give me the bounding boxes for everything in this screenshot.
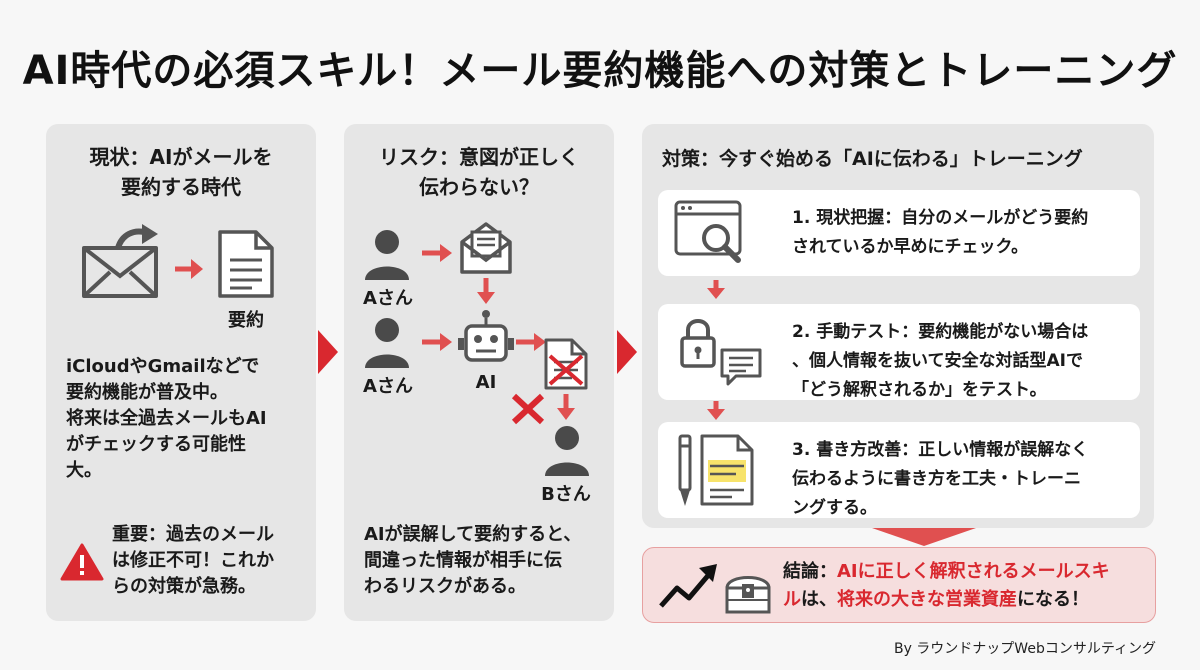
pen-document-icon bbox=[678, 434, 754, 506]
step-card-1: 1. 現状把握：自分のメールがどう要約 されているか早めにチェック。 bbox=[658, 190, 1140, 276]
step-line: されているか早めにチェック。 bbox=[792, 237, 1029, 257]
step-line: 1. 現状把握：自分のメールがどう要約 bbox=[792, 208, 1089, 228]
step-line: 、個人情報を抜いて安全な対話型AIで bbox=[792, 351, 1083, 371]
crossed-document-icon bbox=[544, 338, 588, 390]
footer-credit: By ラウンドナップWebコンサルティング bbox=[893, 641, 1156, 657]
panel-measures-heading: 対策：今すぐ始める「AIに伝わる」トレーニング bbox=[662, 148, 1083, 170]
lock-chat-icon bbox=[680, 319, 762, 386]
step-card-3: 3. 書き方改善：正しい情報が誤解なく 伝わるように書き方を工夫・トレーニ ング… bbox=[658, 422, 1140, 518]
ai-label: AI bbox=[475, 372, 497, 393]
mail-forward-icon bbox=[82, 224, 158, 298]
panel-risk-heading-1: リスク：意図が正しく bbox=[379, 145, 579, 169]
step-line: 2. 手動テスト：要約機能がない場合は bbox=[792, 322, 1089, 342]
growth-trend-icon bbox=[659, 564, 717, 608]
step-card-2: 2. 手動テスト：要約機能がない場合は 、個人情報を抜いて安全な対話型AIで 「… bbox=[658, 304, 1140, 400]
body-line: 大。 bbox=[66, 460, 102, 481]
arrow-right-icon bbox=[175, 259, 203, 279]
arrow-right-icon bbox=[516, 333, 546, 351]
sender-label: Aさん bbox=[363, 288, 413, 309]
person-icon bbox=[545, 426, 589, 476]
sender-label: Aさん bbox=[363, 376, 413, 397]
conclusion-suffix: になる！ bbox=[1017, 589, 1089, 610]
body-line: iCloudやGmailなどで bbox=[66, 356, 260, 377]
page-title: AI時代の必須スキル！メール要約機能への対策とトレーニング bbox=[22, 48, 1178, 94]
error-cross-icon bbox=[511, 393, 545, 425]
conclusion-prefix: 結論： bbox=[783, 561, 837, 582]
body-line: わるリスクがある。 bbox=[364, 576, 526, 597]
step-line: 伝わるように書き方を工夫・トレーニ bbox=[792, 469, 1081, 489]
arrow-down-icon bbox=[707, 401, 725, 420]
step-line: 3. 書き方改善：正しい情報が誤解なく bbox=[792, 440, 1089, 460]
body-line: 将来は全過去メールもAI bbox=[66, 408, 267, 429]
risk-body-text: AIが誤解して要約すると、 間違った情報が相手に伝 わるリスクがある。 bbox=[364, 522, 604, 600]
arrow-right-icon bbox=[422, 333, 452, 351]
arrow-down-icon bbox=[477, 278, 495, 304]
step-text: 1. 現状把握：自分のメールがどう要約 されているか早めにチェック。 bbox=[792, 204, 1132, 262]
panel-current-heading-1: 現状：AIがメールを bbox=[89, 145, 273, 169]
body-line: がチェックする可能性 bbox=[66, 434, 246, 455]
down-pointer-icon bbox=[872, 528, 976, 546]
panel-risk: リスク：意図が正しく 伝わらない？ Aさん Aさん AI bbox=[344, 124, 614, 621]
body-line: 要約機能が普及中。 bbox=[66, 382, 228, 403]
body-line: AIが誤解して要約すると、 bbox=[364, 524, 582, 545]
conclusion-highlight: AIに正しく解釈されるメールスキ bbox=[837, 561, 1110, 582]
current-body-text: iCloudやGmailなどで 要約機能が普及中。 将来は全過去メールもAI が… bbox=[66, 354, 306, 484]
chevron-right-icon bbox=[318, 330, 338, 374]
warning-line: らの対策が急務。 bbox=[112, 576, 256, 597]
open-mail-icon bbox=[460, 222, 512, 274]
warning-line: 重要：過去のメール bbox=[112, 524, 274, 545]
summary-label: 要約 bbox=[228, 310, 264, 331]
panel-risk-heading-2: 伝わらない？ bbox=[419, 175, 539, 199]
conclusion-line-2: ルは、将来の大きな営業資産になる！ bbox=[783, 586, 1143, 614]
robot-icon bbox=[458, 310, 514, 362]
arrow-right-icon bbox=[422, 244, 452, 262]
chevron-right-icon bbox=[617, 330, 637, 374]
panel-current-status: 現状：AIがメールを 要約する時代 要約 iCloudやGmailなどで 要約機… bbox=[46, 124, 316, 621]
warning-text: 重要：過去のメール は修正不可！これか らの対策が急務。 bbox=[112, 522, 312, 600]
arrow-down-icon bbox=[557, 394, 575, 420]
step-line: 「どう解釈されるか」をテスト。 bbox=[792, 380, 1047, 400]
browser-search-icon bbox=[674, 200, 742, 263]
step-line: ングする。 bbox=[792, 498, 877, 518]
treasure-chest-icon bbox=[725, 576, 771, 614]
receiver-label: Bさん bbox=[541, 484, 591, 505]
warning-icon bbox=[60, 543, 104, 581]
document-icon bbox=[218, 230, 274, 298]
conclusion-text: 結論：AIに正しく解釈されるメールスキ ルは、将来の大きな営業資産になる！ bbox=[783, 558, 1143, 614]
conclusion-highlight: ル bbox=[783, 589, 801, 610]
warning-line: は修正不可！これか bbox=[112, 550, 274, 571]
body-line: 間違った情報が相手に伝 bbox=[364, 550, 562, 571]
step-text: 3. 書き方改善：正しい情報が誤解なく 伝わるように書き方を工夫・トレーニ ング… bbox=[792, 436, 1132, 523]
conclusion-highlight: 将来の大きな営業資産 bbox=[837, 589, 1017, 610]
conclusion-box: 結論：AIに正しく解釈されるメールスキ ルは、将来の大きな営業資産になる！ bbox=[642, 547, 1156, 623]
conclusion-middle: は、 bbox=[801, 589, 837, 610]
conclusion-line-1: 結論：AIに正しく解釈されるメールスキ bbox=[783, 558, 1143, 586]
step-text: 2. 手動テスト：要約機能がない場合は 、個人情報を抜いて安全な対話型AIで 「… bbox=[792, 318, 1132, 405]
person-icon bbox=[365, 230, 409, 280]
panel-current-heading-2: 要約する時代 bbox=[121, 175, 241, 199]
arrow-down-icon bbox=[707, 280, 725, 299]
person-icon bbox=[365, 318, 409, 368]
